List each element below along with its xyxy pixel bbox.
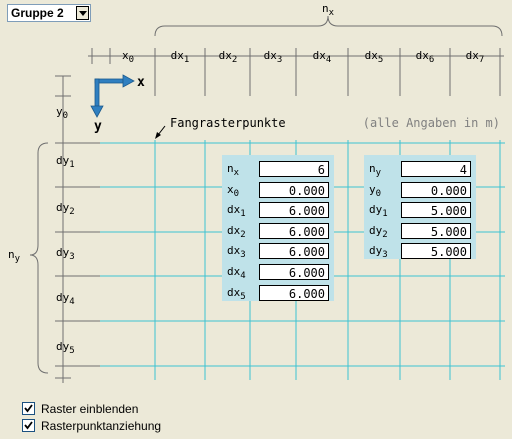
snap-pointer-arrow (155, 132, 161, 139)
snap-attraction-label: Rasterpunktanziehung (41, 419, 162, 433)
param-label-dx4: dx4 (227, 265, 246, 282)
nx-label: nx (322, 2, 335, 18)
param-label-dx5: dx5 (227, 285, 246, 302)
dim-label-dx4: dx4 (313, 49, 332, 65)
show-grid-label: Raster einblenden (41, 402, 139, 416)
param-input-dx1[interactable]: 6.000 (259, 202, 329, 219)
dim-label-dx5: dx5 (365, 49, 384, 65)
param-input-nx[interactable]: 6 (259, 161, 329, 177)
dim-label-dx2: dx2 (219, 49, 238, 65)
check-icon (24, 404, 33, 413)
ny-label: ny (8, 248, 21, 264)
param-label-nx: nx (227, 162, 240, 179)
dim-label-dx3: dx3 (264, 49, 283, 65)
param-input-ny[interactable]: 4 (401, 161, 471, 177)
top-dimension-line (88, 48, 504, 96)
param-input-dy1[interactable]: 5.000 (401, 202, 471, 219)
axis-arrows (90, 74, 135, 118)
left-dimension-line (55, 75, 100, 383)
dim-label-dy5: dy5 (56, 340, 75, 356)
param-input-dx2[interactable]: 6.000 (259, 222, 329, 239)
group-select[interactable]: Gruppe 2 (7, 4, 91, 22)
group-select-value: Gruppe 2 (11, 6, 64, 20)
param-input-dx3[interactable]: 6.000 (259, 243, 329, 260)
param-label-x0: x0 (227, 182, 240, 199)
ny-brace (29, 142, 49, 374)
dim-label-dx7: dx7 (466, 49, 485, 65)
param-label-dx3: dx3 (227, 244, 246, 261)
param-label-ny: ny (369, 162, 382, 179)
param-input-y0[interactable]: 0.000 (401, 181, 471, 198)
nx-brace (154, 15, 503, 37)
param-label-dy3: dy3 (369, 244, 388, 261)
dim-label-dx6: dx6 (416, 49, 435, 65)
param-input-x0[interactable]: 0.000 (259, 181, 329, 198)
param-label-dy2: dy2 (369, 223, 388, 240)
y-axis-label: y (94, 119, 102, 134)
param-input-dy3[interactable]: 5.000 (401, 243, 471, 260)
show-grid-checkbox[interactable] (22, 402, 35, 415)
dim-label-x0: x0 (122, 49, 134, 65)
dim-label-dx1: dx1 (171, 49, 190, 65)
dim-label-dy4: dy4 (56, 291, 75, 307)
check-icon (24, 421, 33, 430)
param-label-dy1: dy1 (369, 203, 388, 220)
param-label-dx1: dx1 (227, 203, 246, 220)
snap-attraction-checkbox[interactable] (22, 419, 35, 432)
x-parameters-panel: nx 6 x0 0.000 dx1 6.000 dx2 6.000 dx3 6.000 dx4 6.0… (222, 155, 334, 302)
dim-label-dy2: dy2 (56, 201, 75, 217)
x-axis-label: x (137, 75, 145, 90)
dim-label-dy1: dy1 (56, 154, 75, 170)
chevron-down-icon[interactable] (76, 6, 89, 20)
param-input-dy2[interactable]: 5.000 (401, 222, 471, 239)
param-label-dx2: dx2 (227, 223, 246, 240)
param-input-dx5[interactable]: 6.000 (259, 284, 329, 301)
units-note: (alle Angaben in m) (363, 116, 500, 130)
snap-pointer-line (157, 125, 166, 136)
param-input-dx4[interactable]: 6.000 (259, 264, 329, 280)
param-label-y0: y0 (369, 182, 382, 199)
snap-label: Fangrasterpunkte (170, 116, 286, 130)
y-parameters-panel: ny 4 y0 0.000 dy1 5.000 dy2 5.000 dy3 5.000 (364, 155, 476, 261)
dim-label-y0: y0 (56, 105, 68, 121)
dim-label-dy3: dy3 (56, 246, 75, 262)
